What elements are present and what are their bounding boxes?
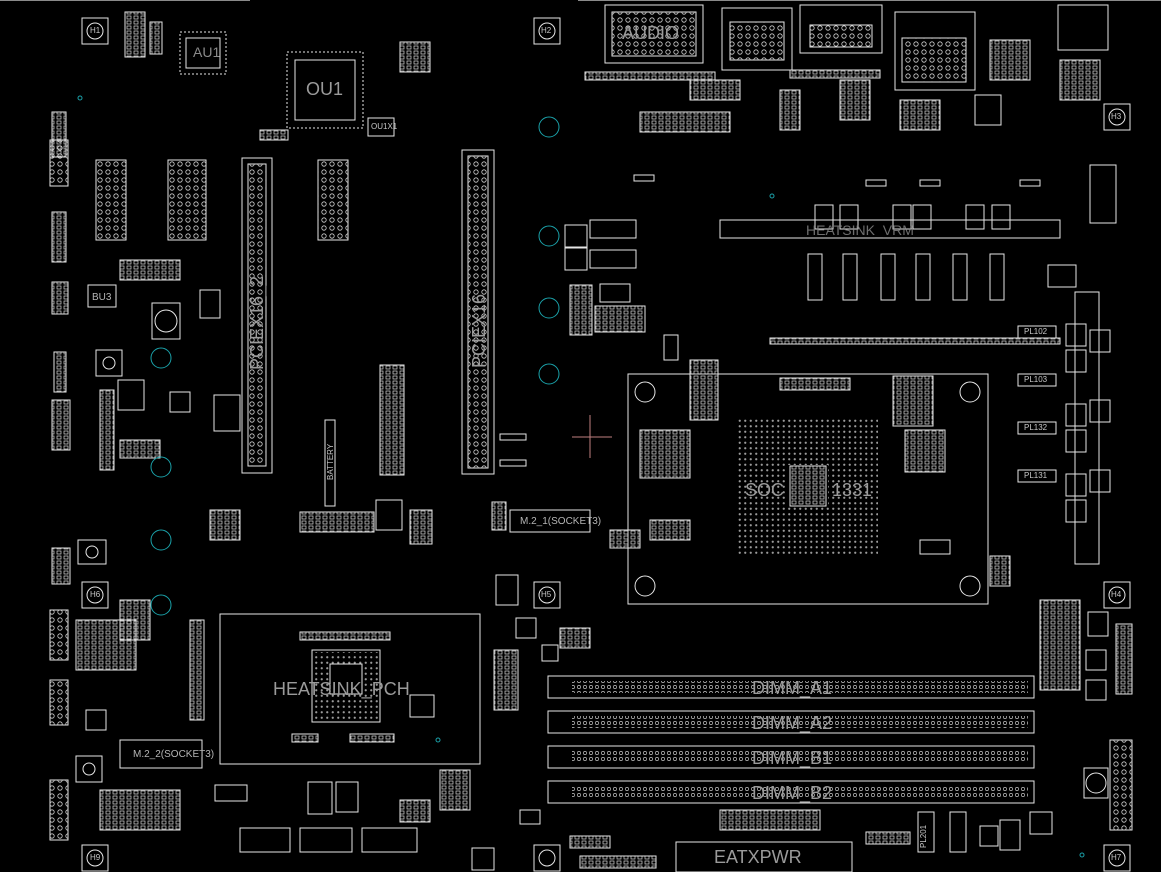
pch-heatsink — [219, 613, 481, 765]
dimm-slot-a1 — [547, 675, 1035, 699]
audio-codec-au1 — [179, 31, 227, 75]
middle-component-cluster — [299, 17, 679, 711]
vrm-area — [719, 103, 1131, 565]
eatx-power-connector — [471, 841, 853, 872]
right-component-cluster — [865, 581, 1133, 872]
pciex16-2-slot — [241, 157, 273, 474]
usb-lan-connector — [721, 4, 1109, 91]
dimm-slot-b2 — [547, 780, 1035, 804]
board-edge-left — [0, 0, 250, 1]
dimm-slot-a2 — [547, 710, 1035, 734]
chip-ou1 — [286, 51, 395, 137]
mounting-holes — [77, 95, 1085, 858]
pciex16-slot — [461, 149, 495, 475]
left-component-cluster — [49, 11, 418, 872]
battery-holder — [324, 419, 336, 507]
board-edge-right — [578, 0, 1161, 1]
small-passives — [119, 39, 1101, 849]
m2-socket-1 — [509, 509, 591, 533]
audio-connector — [584, 4, 716, 81]
cpu-socket — [627, 373, 989, 605]
dimm-slot-b1 — [547, 745, 1035, 769]
